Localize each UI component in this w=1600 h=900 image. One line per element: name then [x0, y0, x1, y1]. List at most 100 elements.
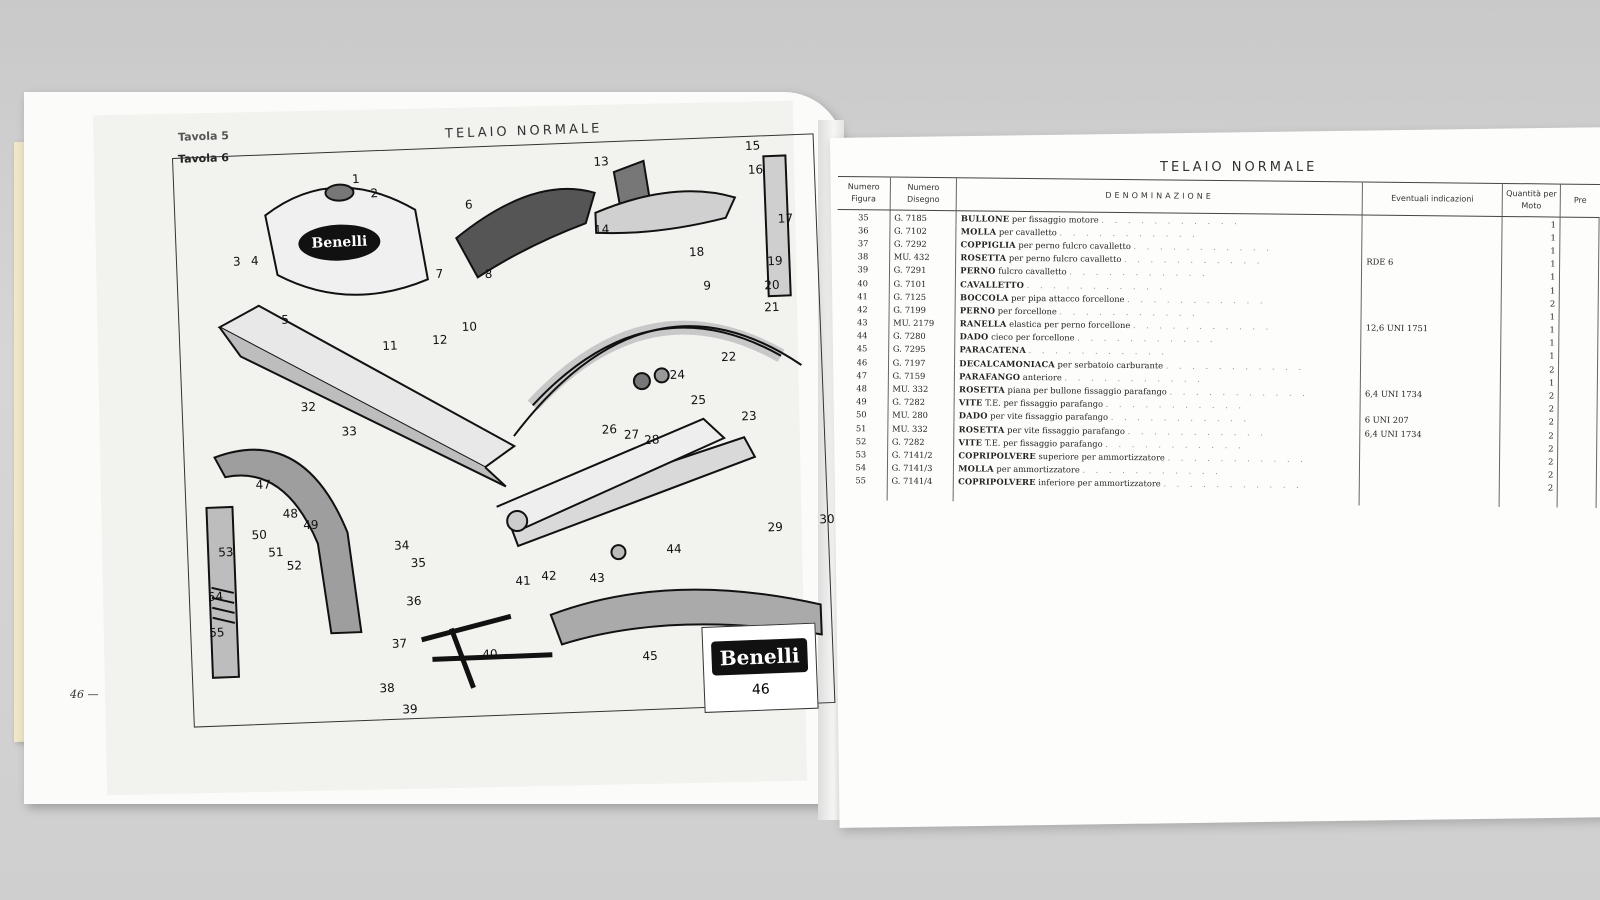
part-name: VITE — [958, 397, 983, 408]
exploded-parts-diagram: Benelli Benelli 46 1 2 3 4 5 6 7 8 9 10 … — [172, 133, 836, 728]
callout: 42 — [541, 568, 557, 584]
cell-figura: 54 — [834, 460, 888, 475]
cell-disegno: G. 7185 — [889, 210, 957, 225]
cell-prezzo — [1559, 323, 1598, 337]
part-name: PERNO — [960, 265, 996, 276]
cell-prezzo — [1558, 441, 1597, 456]
benelli-logo: Benelli — [710, 637, 809, 676]
callout: 29 — [767, 519, 784, 535]
part-description: per fissaggio motore — [1011, 213, 1099, 225]
callout: 3 — [232, 254, 241, 269]
cell-quantita: 1 — [1500, 348, 1560, 363]
callout: 10 — [461, 319, 478, 334]
callout: 45 — [642, 648, 659, 664]
callout: 37 — [391, 636, 408, 651]
cell-prezzo — [1558, 428, 1597, 443]
part-name: ROSETTA — [958, 423, 1005, 435]
cell-prezzo — [1558, 375, 1598, 390]
cell-quantita: 2 — [1499, 414, 1559, 429]
leader-dots: . . . . . . . . . . . — [1059, 227, 1199, 239]
cell-figura: 38 — [837, 249, 890, 264]
cell-quantita: 2 — [1500, 296, 1560, 310]
leader-dots: . . . . . . . . . . . — [1028, 345, 1169, 357]
part-name: DECALCAMONIACA — [959, 357, 1055, 369]
leader-dots: . . . . . . . . . . . — [1082, 464, 1222, 477]
callout: 15 — [744, 138, 761, 153]
brand-logo-box: Benelli 46 — [701, 622, 819, 713]
cell-disegno: G. 7141/3 — [887, 461, 954, 475]
callout: 22 — [720, 349, 737, 365]
cell-disegno: G. 7282 — [887, 395, 955, 410]
cell-quantita: 1 — [1501, 216, 1561, 231]
callout: 39 — [402, 701, 418, 717]
cell-disegno: G. 7125 — [888, 289, 956, 304]
cell-prezzo — [1560, 217, 1600, 232]
leader-dots: . . . . . . . . . . . — [1123, 254, 1264, 266]
callout: 21 — [763, 299, 780, 315]
header-quantita: Quantità per Moto — [1501, 183, 1561, 218]
part-description: elastica per perno forcellone — [1009, 318, 1131, 331]
callout: 1 — [351, 171, 360, 187]
cell-prezzo — [1558, 415, 1598, 429]
callout: 8 — [484, 266, 493, 282]
callout: 14 — [593, 222, 610, 237]
callout: 53 — [217, 544, 234, 560]
cell-figura: 36 — [837, 223, 890, 237]
cell-disegno: G. 7280 — [888, 329, 956, 344]
callout: 47 — [255, 477, 272, 493]
callout: 33 — [341, 424, 358, 439]
cell-disegno: G. 7159 — [888, 368, 955, 383]
part-name: BULLONE — [960, 212, 1010, 224]
part-name: DADO — [958, 410, 988, 421]
callout: 24 — [669, 367, 686, 383]
callout: 41 — [515, 573, 532, 589]
cell-disegno: G. 7101 — [888, 276, 956, 291]
callout: 26 — [601, 422, 618, 437]
callout: 18 — [688, 244, 705, 260]
leader-dots: . . . . . . . . . . . — [1059, 306, 1199, 318]
leader-dots: . . . . . . . . . . . — [1026, 279, 1167, 291]
leader-dots: . . . . . . . . . . . — [1169, 386, 1309, 398]
part-name: COPRIPOLVERE — [958, 476, 1036, 488]
part-name: CAVALLETTO — [960, 278, 1025, 290]
callout: 25 — [690, 392, 707, 408]
callout: 34 — [393, 538, 410, 553]
callout: 6 — [464, 197, 473, 212]
cell-figura: 49 — [835, 394, 888, 409]
cell-prezzo — [1558, 402, 1598, 416]
part-name: ROSETTA — [959, 384, 1005, 395]
leader-dots: . . . . . . . . . . . — [1167, 452, 1307, 464]
callout: 11 — [382, 338, 398, 354]
header-figura: Numero Figura — [837, 176, 891, 211]
callout: 5 — [281, 312, 290, 327]
cell-quantita: 2 — [1499, 427, 1559, 442]
cell-quantita: 1 — [1500, 309, 1560, 324]
tavola-top-label: Tavola 5 — [177, 129, 230, 144]
part-description: fulcro cavalletto — [998, 266, 1067, 277]
part-description: anteriore — [1022, 371, 1062, 383]
part-description: per forcellone — [997, 305, 1057, 317]
leader-dots: . . . . . . . . . . . — [1165, 360, 1306, 372]
cell-quantita: 2 — [1499, 467, 1558, 482]
left-page-number: 46 — — [70, 688, 99, 701]
part-name: MOLLA — [958, 463, 994, 474]
cell-disegno: G. 7295 — [888, 342, 956, 357]
header-disegno: Numero Disegno — [889, 177, 957, 211]
callout: 43 — [589, 570, 605, 586]
leader-dots: . . . . . . . . . . . — [1163, 478, 1303, 491]
callout: 51 — [267, 545, 284, 560]
cell-figura: 52 — [835, 434, 888, 448]
parts-table: Numero Figura Numero Disegno DENOMINAZIO… — [834, 176, 1600, 509]
cell-disegno: G. 7282 — [887, 434, 955, 449]
callout: 40 — [482, 646, 498, 662]
cell-disegno: MU. 332 — [887, 381, 955, 396]
part-name: PARACATENA — [959, 344, 1027, 356]
cell-figura: 48 — [835, 381, 889, 396]
header-denominazione: DENOMINAZIONE — [956, 177, 1363, 215]
part-description: per serbatoio carburante — [1057, 358, 1164, 371]
cell-quantita: 1 — [1500, 375, 1559, 389]
callout: 49 — [302, 517, 319, 533]
callout: 30 — [819, 511, 835, 527]
cell-quantita: 2 — [1500, 388, 1559, 403]
part-name: ROSETTA — [960, 252, 1007, 263]
